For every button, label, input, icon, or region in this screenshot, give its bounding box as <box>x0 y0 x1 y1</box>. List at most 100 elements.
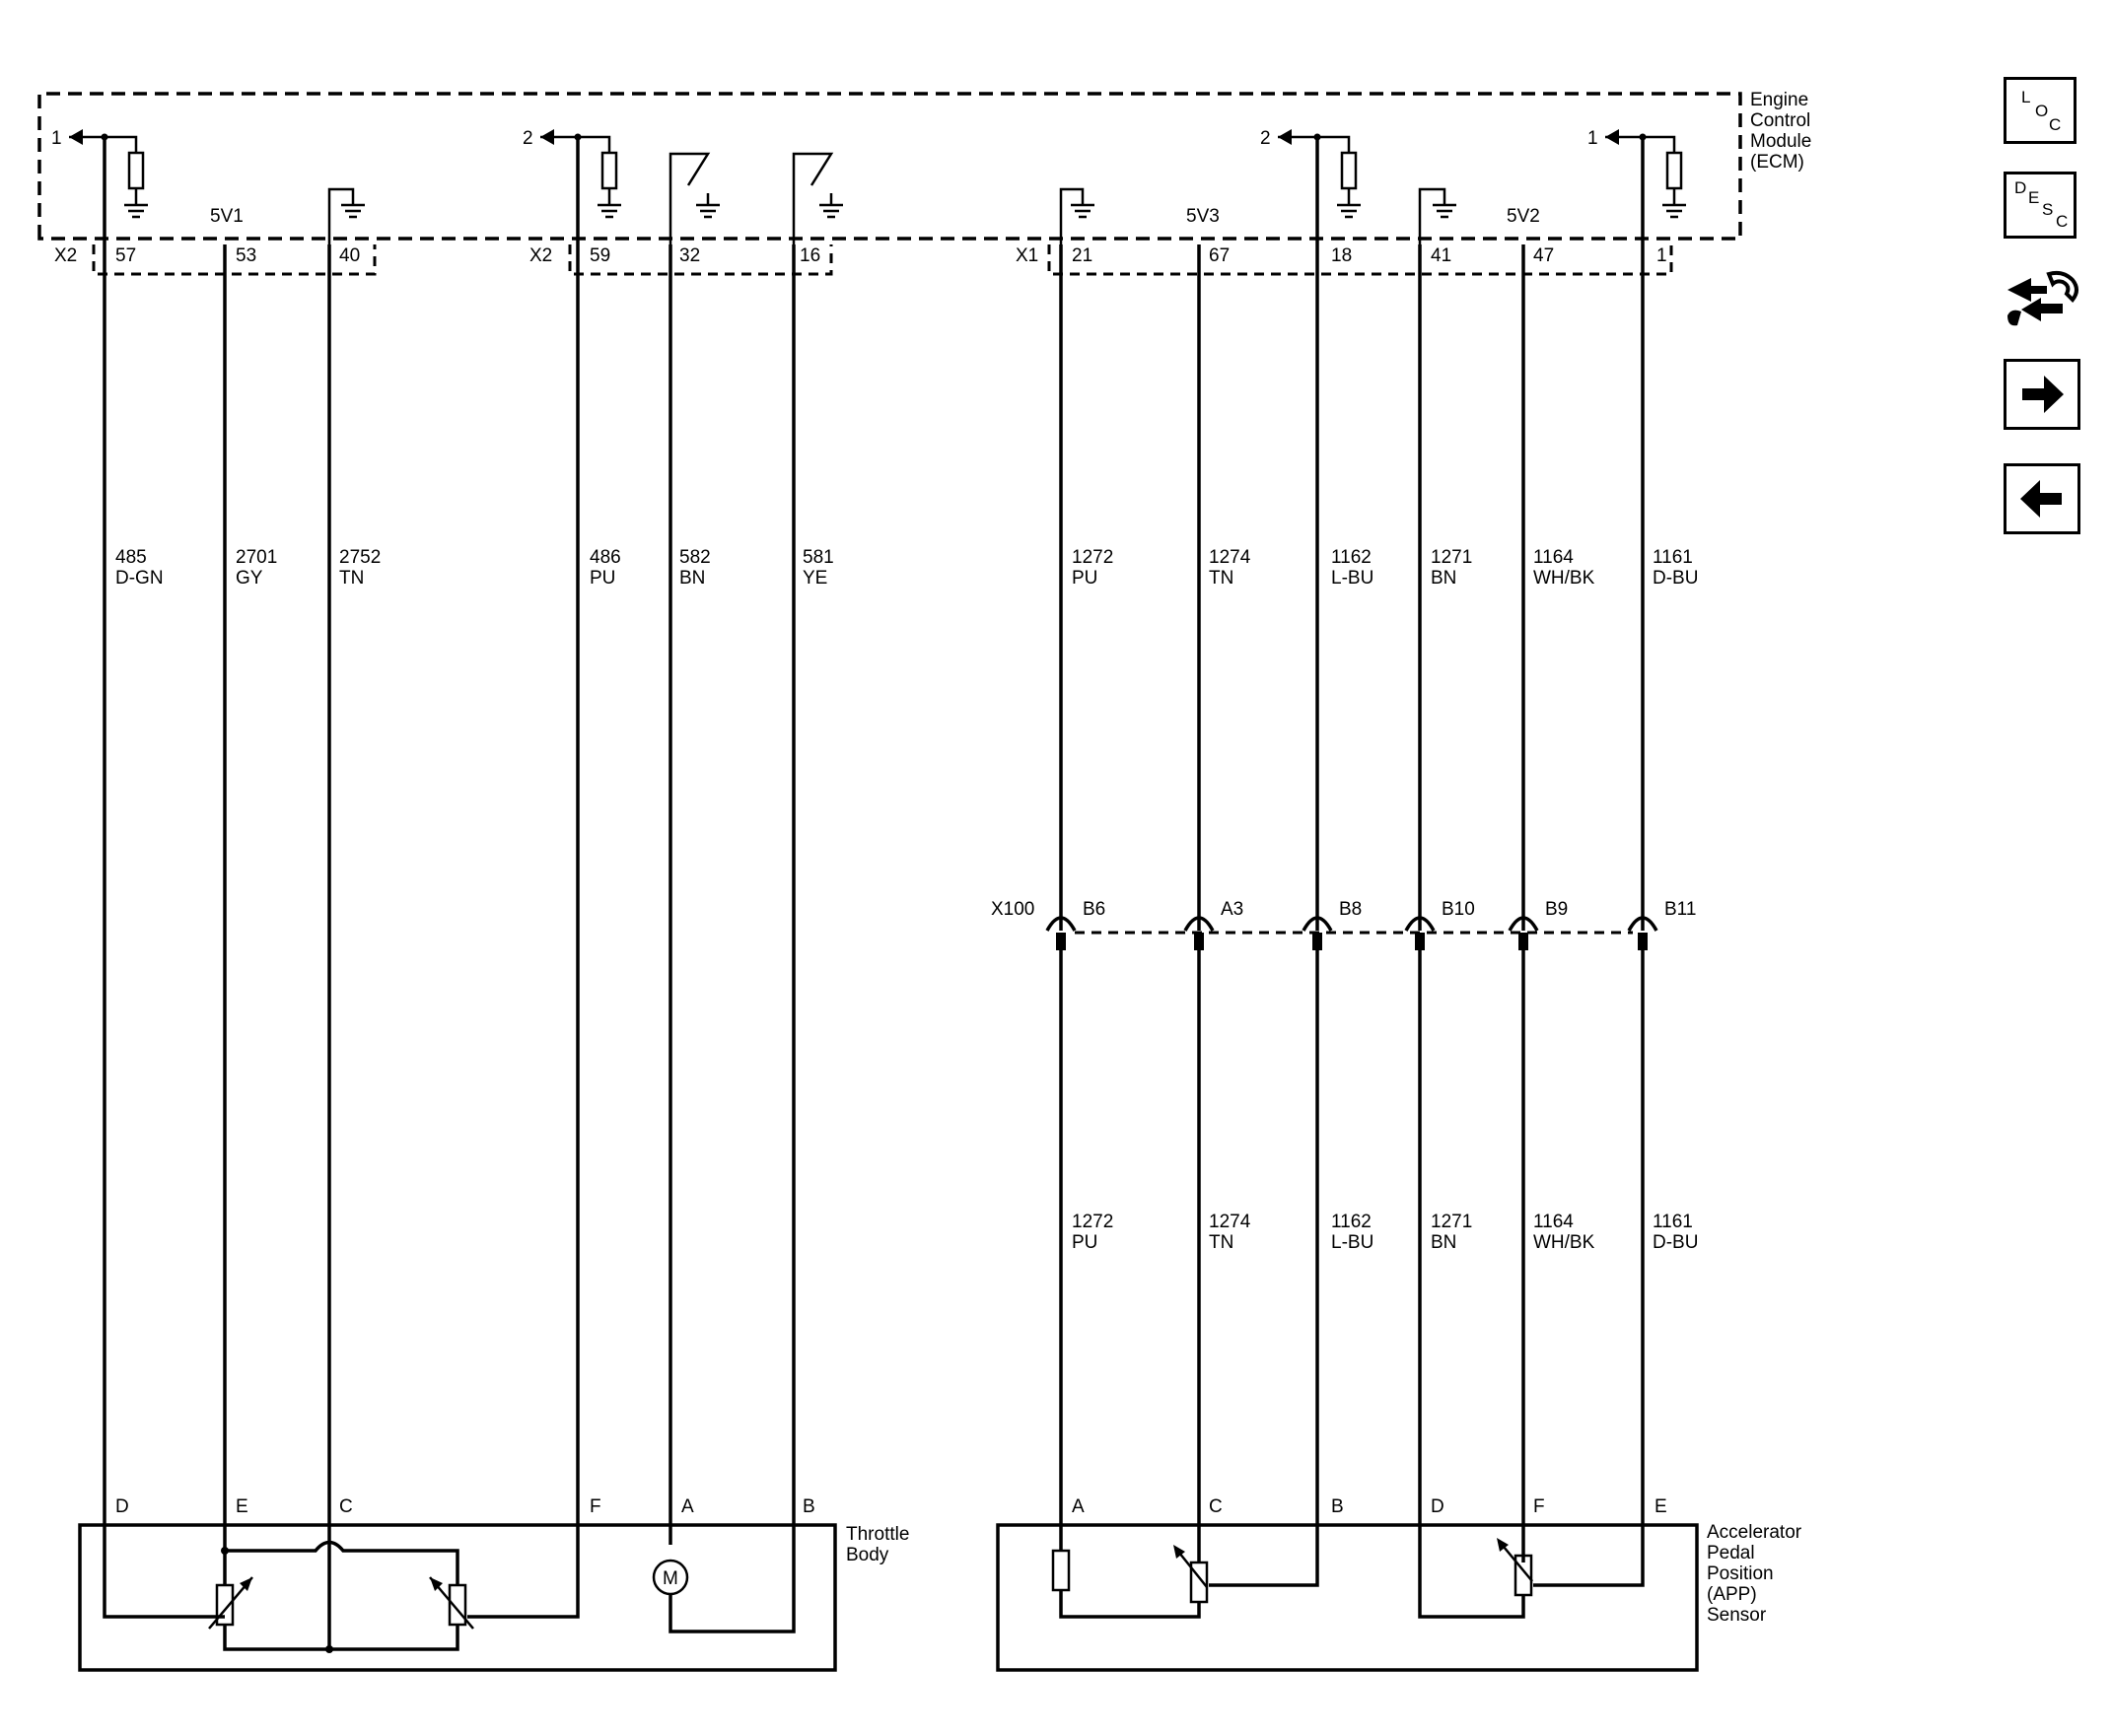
connector-x2-mid: X2 <box>529 245 552 266</box>
app-sensor <box>996 1523 1699 1672</box>
wire-circuit: 2752 <box>339 547 381 568</box>
wire-circuit: 1161 <box>1653 547 1693 568</box>
app-pin-label: C <box>1209 1496 1223 1517</box>
pin-label: 53 <box>236 245 256 266</box>
app-pin-label: A <box>1072 1496 1085 1517</box>
inline-pin <box>1045 916 1658 950</box>
x100-pin-label: B9 <box>1545 899 1568 920</box>
wire-color: PU <box>1072 568 1097 589</box>
wire-color: BN <box>679 568 705 589</box>
wire-color: BN <box>1431 1232 1456 1253</box>
svg-text:Sensor: Sensor <box>1707 1605 1767 1626</box>
pin-label: 18 <box>1331 245 1352 266</box>
wire-circuit: 1272 <box>1072 547 1113 568</box>
throttle-body-pins: D E C F A B <box>115 1496 815 1517</box>
wire-circuit: 1161 <box>1653 1212 1693 1232</box>
pin-label: 59 <box>590 245 610 266</box>
wire-circuit: 1164 <box>1533 547 1574 568</box>
ref-5v1: 5V1 <box>210 206 244 227</box>
svg-text:Control: Control <box>1750 110 1810 131</box>
ref-5v3: 5V3 <box>1186 206 1220 227</box>
wire-circuit: 1272 <box>1072 1212 1113 1232</box>
wire-color: PU <box>590 568 615 589</box>
ref-arrow-label: 1 <box>1587 128 1598 149</box>
ref-5v2: 5V2 <box>1507 206 1540 227</box>
tb-pin-label: D <box>115 1496 129 1517</box>
app-pin-label: B <box>1331 1496 1344 1517</box>
wire-color: WH/BK <box>1533 568 1595 589</box>
pin-label: 16 <box>800 245 820 266</box>
wire-circuit: 1162 <box>1331 547 1372 568</box>
pin-label: 40 <box>339 245 360 266</box>
app-wires-upper <box>1059 137 1645 931</box>
desc-letter: C <box>2056 212 2069 231</box>
wire-circuit: 1271 <box>1431 547 1472 568</box>
x100-pin-label: B10 <box>1442 899 1475 920</box>
wire-color: TN <box>1209 568 1233 589</box>
throttle-wires <box>103 137 796 1633</box>
arrow-right-icon <box>2022 376 2064 413</box>
app-pin-label: F <box>1533 1496 1545 1517</box>
next-button[interactable] <box>2004 359 2080 430</box>
wire-circuit: 2701 <box>236 547 277 568</box>
svg-text:Module: Module <box>1750 131 1811 152</box>
wire-circuit: 1164 <box>1533 1212 1574 1232</box>
svg-text:Throttle: Throttle <box>846 1524 909 1545</box>
wire-labels-upper: 485 D-GN 2701 GY 2752 TN 486 PU 582 BN 5… <box>115 547 1698 589</box>
wire-color: BN <box>1431 568 1456 589</box>
throttle-body <box>78 1523 837 1672</box>
wire-circuit: 1274 <box>1209 1212 1251 1232</box>
pin-label: 67 <box>1209 245 1230 266</box>
previous-button[interactable] <box>2004 463 2080 534</box>
pin-label: 47 <box>1533 245 1554 266</box>
ref-arrow-label: 2 <box>1260 128 1271 149</box>
x100-connector <box>1045 916 1658 950</box>
wire-labels-lower: 1272 PU 1274 TN 1162 L-BU 1271 BN 1164 W… <box>1072 1212 1698 1253</box>
wire-circuit: 1274 <box>1209 547 1251 568</box>
pin-label: 1 <box>1656 245 1667 266</box>
app-pin-label: E <box>1654 1496 1667 1517</box>
wire-circuit: 486 <box>590 547 621 568</box>
ecm-label: Engine Control Module (ECM) <box>1750 90 1811 173</box>
connector-x2-left: X2 <box>54 245 77 266</box>
svg-text:Body: Body <box>846 1545 889 1565</box>
connector-tool-button[interactable] <box>2002 264 2082 337</box>
wire-color: PU <box>1072 1232 1097 1253</box>
x100-pin-labels: B6 A3 B8 B10 B9 B11 <box>1083 899 1696 920</box>
x100-pin-label: A3 <box>1221 899 1243 920</box>
ecm-connectors <box>92 244 1673 276</box>
svg-text:(APP): (APP) <box>1707 1584 1757 1605</box>
wire-color: WH/BK <box>1533 1232 1595 1253</box>
pin-label: 41 <box>1431 245 1451 266</box>
app-pin-label: D <box>1431 1496 1444 1517</box>
tb-pin-label: C <box>339 1496 353 1517</box>
app-wires-lower <box>1059 950 1645 1619</box>
wire-circuit: 485 <box>115 547 147 568</box>
ref-arrow-label: 1 <box>51 128 62 149</box>
motor-label: M <box>663 1568 678 1589</box>
x100-pin-label: B11 <box>1664 899 1696 920</box>
description-button[interactable]: D E S C <box>2004 172 2077 239</box>
wire-color: L-BU <box>1331 568 1373 589</box>
location-button[interactable]: L O C <box>2004 77 2077 144</box>
wire-circuit: 1271 <box>1431 1212 1472 1232</box>
svg-text:Pedal: Pedal <box>1707 1543 1755 1563</box>
pin-label: 57 <box>115 245 136 266</box>
tb-pin-label: B <box>803 1496 815 1517</box>
ecm-ground-symbols <box>327 187 1456 244</box>
throttle-body-label: Throttle Body <box>846 1524 909 1565</box>
desc-letter: D <box>2014 178 2027 197</box>
connector-x1: X1 <box>1016 245 1038 266</box>
reference-arrows: 1 2 2 1 <box>51 128 1643 149</box>
wire-color: L-BU <box>1331 1232 1373 1253</box>
wire-color: D-BU <box>1653 1232 1698 1253</box>
ref-arrow-label: 2 <box>523 128 533 149</box>
pin-label: 32 <box>679 245 700 266</box>
x100-pin-label: B8 <box>1339 899 1362 920</box>
wire-color: YE <box>803 568 827 589</box>
tb-pin-label: F <box>590 1496 601 1517</box>
desc-letter: E <box>2028 188 2040 207</box>
wire-circuit: 1162 <box>1331 1212 1372 1232</box>
x100-pin-label: B6 <box>1083 899 1105 920</box>
